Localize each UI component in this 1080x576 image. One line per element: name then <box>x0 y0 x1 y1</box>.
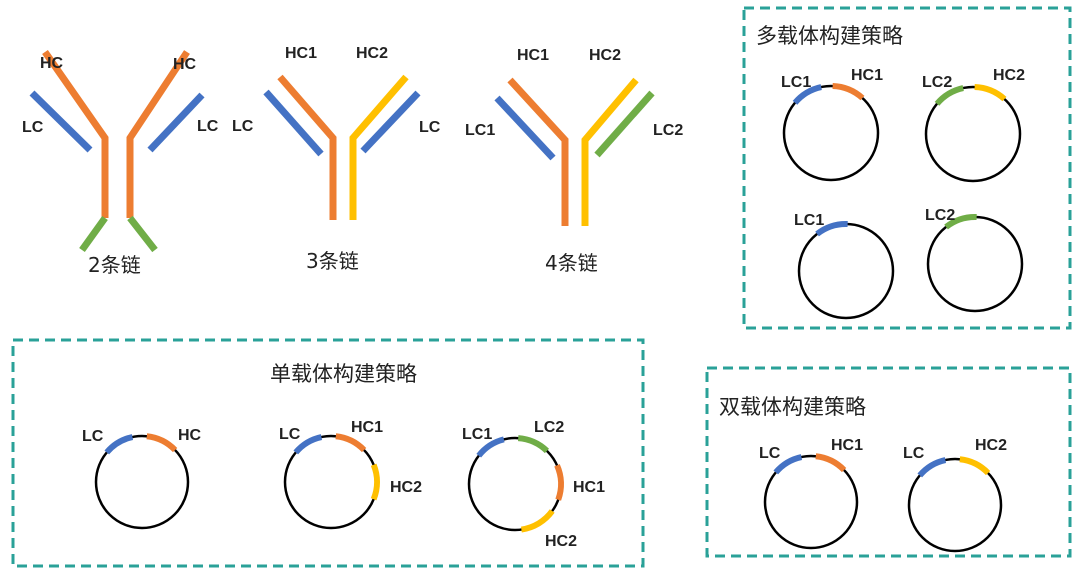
antibody-two-chain: HC HC LC LC 2条链 <box>22 49 219 277</box>
label-hc: HC2 <box>993 67 1025 84</box>
segment-hc2 <box>520 509 555 533</box>
label-lc-left: LC <box>22 119 44 136</box>
caption-three-chain: 3条链 <box>306 249 359 273</box>
segment-lc <box>792 84 822 105</box>
light-chain-right <box>147 92 205 153</box>
plasmid-backbone <box>924 85 1022 183</box>
label-lc: LC2 <box>925 207 955 224</box>
label-lc: LC1 <box>794 212 824 229</box>
label-hc: HC1 <box>851 67 883 84</box>
heavy-chain-right <box>126 50 190 218</box>
segment-lc <box>773 454 803 475</box>
strategy-title: 多载体构建策略 <box>756 24 903 48</box>
strategy-title: 单载体构建策略 <box>270 362 417 386</box>
label-lc: LC2 <box>922 74 952 91</box>
segment-hc <box>974 84 1007 102</box>
antibody-four-chain: HC1 HC2 LC1 LC2 4条链 <box>465 47 683 275</box>
plasmid-lc1-hc1: LC1 HC1 <box>781 67 883 182</box>
plasmid-lc2: LC2 <box>925 207 1024 313</box>
label-hc: HC2 <box>975 437 1007 454</box>
label-lc: LC1 <box>781 74 811 91</box>
segment-lc <box>815 221 848 237</box>
label-hc2: HC2 <box>390 479 422 496</box>
segment-lc <box>934 85 964 106</box>
segment-lc <box>293 434 323 455</box>
strategy-box <box>705 366 1072 558</box>
caption-four-chain: 4条链 <box>545 251 598 275</box>
light-chain-left <box>29 90 93 153</box>
segment-lc <box>917 457 947 478</box>
segment-hc1 <box>335 433 367 453</box>
label-hc: HC <box>178 427 202 444</box>
heavy-chain-1 <box>507 77 569 226</box>
light-chain-right <box>360 90 421 154</box>
light-chain-2 <box>594 90 655 158</box>
label-hc-right: HC <box>173 56 197 73</box>
fc-tip-left <box>79 215 108 253</box>
label-lc-right: LC <box>197 118 219 135</box>
plasmid-lc1: LC1 <box>794 212 895 320</box>
segment-hc <box>832 83 865 101</box>
plasmid-lc-hc1-hc2: LC HC1 HC2 <box>279 419 422 530</box>
segment-hc <box>959 456 991 476</box>
fc-tip-right <box>127 215 158 253</box>
antibody-three-chain: HC1 HC2 LC LC 3条链 <box>232 45 441 273</box>
label-lc1: LC1 <box>462 426 492 443</box>
label-hc1: HC1 <box>573 479 605 496</box>
label-hc: HC1 <box>831 437 863 454</box>
heavy-chain-left <box>42 49 109 218</box>
label-lc: LC <box>279 426 301 443</box>
caption-two-chain: 2条链 <box>88 253 141 277</box>
light-chain-1 <box>494 95 556 161</box>
segment-hc2 <box>370 463 380 501</box>
label-lc: LC <box>759 445 781 462</box>
segment-lc2 <box>517 435 550 454</box>
multi-vector-strategy: 多载体构建策略 LC1 HC1 LC2 HC2 LC1 LC2 <box>742 6 1072 330</box>
label-hc1: HC1 <box>517 47 549 64</box>
label-hc1: HC1 <box>351 419 383 436</box>
label-hc1: HC1 <box>285 45 317 62</box>
plasmid-backbone <box>782 84 880 182</box>
segment-hc <box>146 433 178 453</box>
label-lc: LC <box>903 445 925 462</box>
strategy-title: 双载体构建策略 <box>719 395 866 419</box>
segment-lc1 <box>476 436 505 458</box>
plasmid-lc-hc2: LC HC2 <box>903 437 1007 553</box>
label-hc-left: HC <box>40 55 64 72</box>
heavy-chain-2 <box>581 77 639 226</box>
plasmid-lc-hc: LC HC <box>82 427 202 530</box>
plasmid-backbone <box>926 215 1024 313</box>
light-chain-left <box>263 89 324 157</box>
strategy-box <box>742 6 1072 330</box>
heavy-chain-2 <box>349 74 409 220</box>
label-lc2: LC2 <box>534 419 564 436</box>
strategy-box <box>11 338 645 568</box>
plasmid-lc2-hc2: LC2 HC2 <box>922 67 1025 183</box>
label-lc2: LC2 <box>653 122 683 139</box>
plasmid-lc1-lc2-hc1-hc2: LC1 LC2 HC1 HC2 <box>462 419 605 550</box>
label-lc-left: LC <box>232 118 254 135</box>
plasmid-backbone <box>94 434 190 530</box>
label-hc2: HC2 <box>356 45 388 62</box>
plasmid-backbone <box>763 454 859 550</box>
segment-lc <box>104 434 134 455</box>
heavy-chain-1 <box>277 74 337 220</box>
segment-lc <box>944 214 977 230</box>
label-hc2: HC2 <box>545 533 577 550</box>
plasmid-backbone <box>907 457 1003 553</box>
label-hc2: HC2 <box>589 47 621 64</box>
segment-hc1 <box>554 464 564 501</box>
label-lc-right: LC <box>419 119 441 136</box>
dual-vector-strategy: 双载体构建策略 LC HC1 LC HC2 <box>705 366 1072 558</box>
label-lc: LC <box>82 428 104 445</box>
single-vector-strategy: 单载体构建策略 LC HC LC HC1 HC2 LC1 LC2 HC1 <box>11 338 645 568</box>
label-lc1: LC1 <box>465 122 495 139</box>
plasmid-lc-hc1: LC HC1 <box>759 437 863 550</box>
segment-hc <box>815 453 847 473</box>
plasmid-backbone <box>797 222 895 320</box>
